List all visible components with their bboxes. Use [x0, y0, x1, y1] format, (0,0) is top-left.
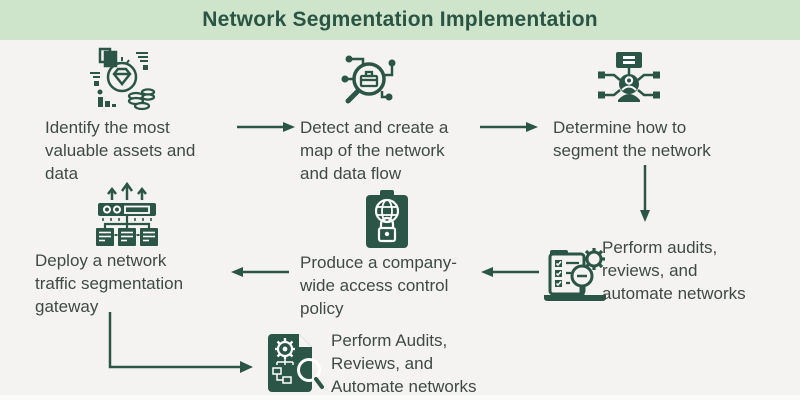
page-title: Network Segmentation Implementation [202, 8, 598, 31]
segment-network-icon [598, 52, 660, 102]
automate-audit-document-icon [268, 334, 324, 392]
segmentation-gateway-icon [96, 182, 158, 246]
step-label-deploy-gateway: Deploy a network traffic segmentation ga… [35, 251, 184, 316]
arrow-step2-to-step3 [480, 122, 538, 132]
step-label-perform-audits: Perform audits, reviews, and automate ne… [602, 238, 746, 303]
step-label-determine-segmentation: Determine how to segment the network [553, 118, 711, 160]
network-map-search-icon [341, 55, 396, 104]
arrow-step6-to-step7 [108, 312, 253, 373]
bottom-strip [0, 395, 800, 400]
arrow-step5-to-step6 [231, 267, 289, 277]
access-policy-clipboard-icon [366, 190, 408, 248]
valuable-assets-icon [90, 47, 156, 111]
step-label-detect-map: Detect and create a map of the network a… [300, 118, 449, 183]
step-label-access-policy: Produce a company- wide access control p… [300, 253, 457, 318]
title-banner: Network Segmentation Implementation [0, 0, 800, 40]
arrow-step3-to-step4 [640, 165, 650, 222]
audit-laptop-icon [544, 248, 606, 301]
arrow-step1-to-step2 [237, 122, 295, 132]
step-label-identify-assets: Identify the most valuable assets and da… [45, 118, 196, 183]
step-label-final-audits: Perform Audits, Reviews, and Automate ne… [331, 331, 477, 396]
arrow-step4-to-step5 [481, 267, 539, 277]
